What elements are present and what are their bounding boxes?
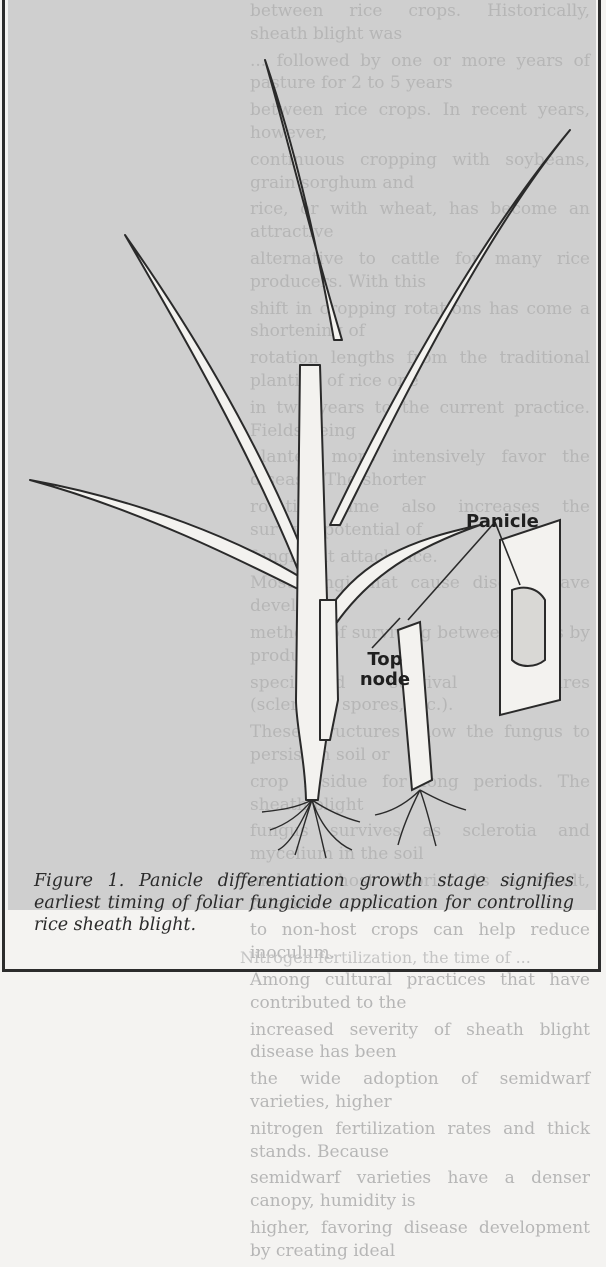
rice-culm bbox=[320, 600, 338, 740]
top-node-label: Top node bbox=[350, 650, 420, 690]
dissected-stem bbox=[398, 622, 432, 790]
panicle-label: Panicle bbox=[466, 512, 539, 532]
bleed-through-line: nitrogen fertilization rates and thick s… bbox=[250, 1118, 590, 1164]
bleed-through-line: semidwarf varieties have a denser canopy… bbox=[250, 1167, 590, 1213]
bleed-through-text-bottom: Nitrogen fertilization, the time of ... bbox=[240, 948, 590, 967]
roots bbox=[375, 790, 466, 846]
rice-leaf bbox=[325, 525, 480, 625]
bleed-through-line: the wide adoption of semidwarf varieties… bbox=[250, 1068, 590, 1114]
rice-leaf bbox=[330, 130, 570, 525]
rice-leaf bbox=[30, 480, 305, 590]
bleed-through-line: higher, favoring disease development by … bbox=[250, 1217, 590, 1263]
rice-leaf bbox=[125, 235, 312, 575]
pointer-lines bbox=[372, 522, 520, 648]
rice-leaf bbox=[265, 60, 342, 340]
rice-plant-illustration bbox=[0, 0, 606, 974]
bleed-through-line: Among cultural practices that have contr… bbox=[250, 969, 590, 1015]
figure-caption: Figure 1. Panicle differentiation growth… bbox=[34, 870, 574, 936]
panicle-detail bbox=[512, 588, 545, 666]
bleed-through-line: increased severity of sheath blight dise… bbox=[250, 1019, 590, 1065]
roots bbox=[262, 800, 360, 858]
